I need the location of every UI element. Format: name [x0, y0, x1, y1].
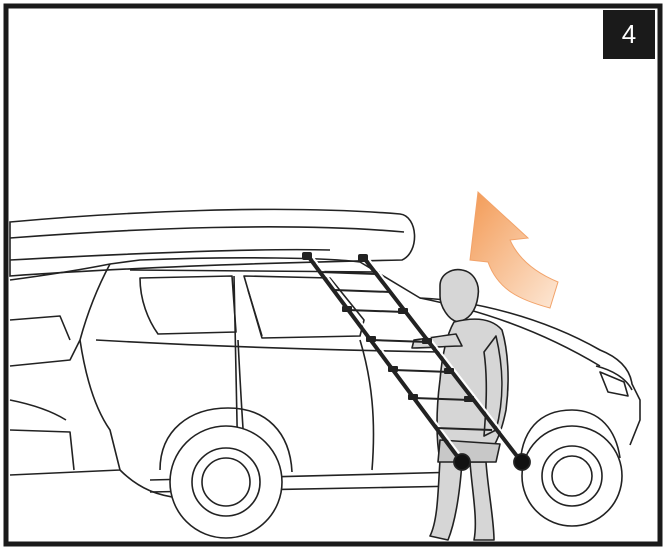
step-number-badge: 4: [603, 10, 655, 59]
outer-border: [3, 3, 663, 547]
step-number: 4: [621, 19, 637, 49]
curved-up-arrow-icon: [469, 190, 559, 309]
rear-wheel: [169, 425, 283, 539]
front-wheel: [521, 425, 623, 527]
telescopic-ladder-icon: [302, 252, 531, 471]
roof-tent-icon: [9, 208, 416, 277]
person-icon: [411, 268, 509, 541]
